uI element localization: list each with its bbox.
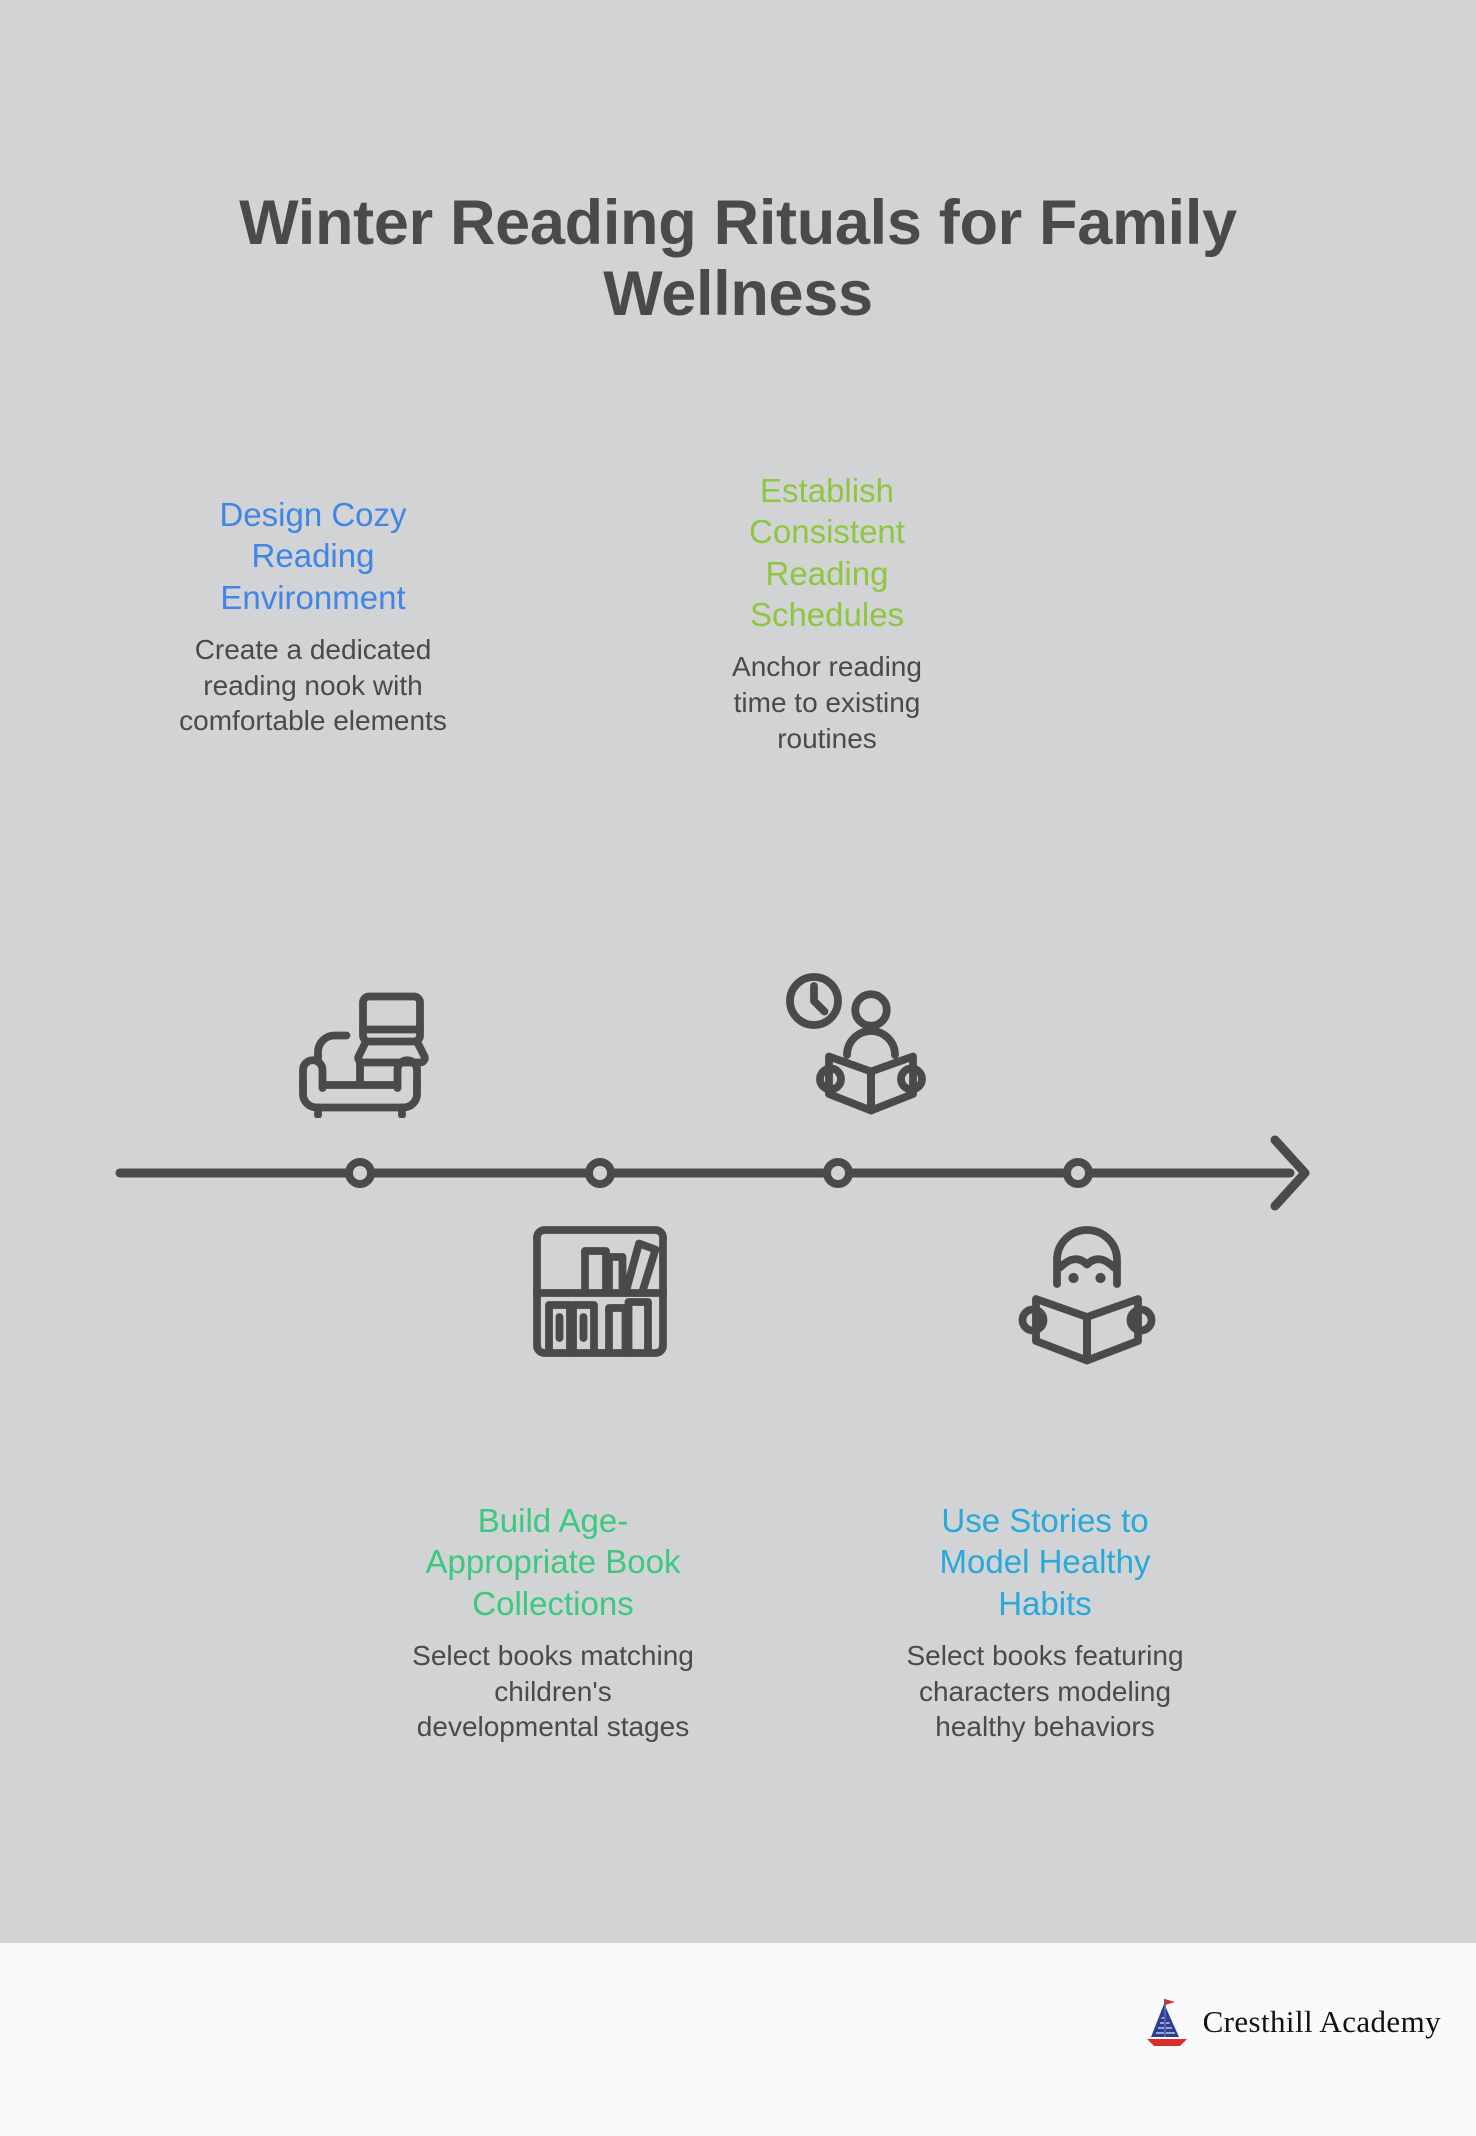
brand-name: Cresthill Academy xyxy=(1202,2004,1441,2039)
step-heading: Build Age-Appropriate Book Collections xyxy=(425,1502,681,1622)
step-body: Anchor reading time to existing routines xyxy=(732,651,922,754)
timeline-marker xyxy=(345,1158,375,1188)
timeline xyxy=(0,1118,1476,1228)
step-card-establish-consistent-reading-schedules: Establish Consistent Reading Schedules A… xyxy=(712,470,942,756)
sailboat-icon xyxy=(1146,1999,1187,2046)
step-heading: Design Cozy Reading Environment xyxy=(219,496,407,616)
timeline-arrowhead xyxy=(1270,1135,1310,1211)
bottom-step-row: Build Age-Appropriate Book Collections S… xyxy=(0,1470,1476,1920)
infographic-canvas: Winter Reading Rituals for Family Wellne… xyxy=(0,0,1476,1943)
step-body: Create a dedicated reading nook with com… xyxy=(179,633,447,737)
timeline-marker xyxy=(1063,1158,1093,1188)
step-card-build-age-appropriate-book-collections: Build Age-Appropriate Book Collections S… xyxy=(412,1500,694,1745)
footer: Cresthill Academy xyxy=(0,1943,1476,2136)
step-card-design-cozy-reading-environment: Design Cozy Reading Environment Create a… xyxy=(178,494,448,739)
brand-logo: Cresthill Academy xyxy=(1145,1995,1441,2049)
timeline-marker xyxy=(823,1158,853,1188)
page-title: Winter Reading Rituals for Family Wellne… xyxy=(239,188,1237,330)
timeline-marker xyxy=(585,1158,615,1188)
step-card-use-stories-to-model-healthy-habits: Use Stories to Model Healthy Habits Sele… xyxy=(900,1500,1190,1745)
clock-person-reading-icon xyxy=(778,968,928,1118)
sofa-laptop-icon xyxy=(285,968,435,1118)
step-heading: Establish Consistent Reading Schedules xyxy=(749,472,905,633)
step-body: Select books featuring characters modeli… xyxy=(906,1639,1184,1743)
step-body: Select books matching children's develop… xyxy=(412,1639,694,1743)
step-heading: Use Stories to Model Healthy Habits xyxy=(939,1502,1151,1622)
top-step-row: Design Cozy Reading Environment Create a… xyxy=(0,470,1476,870)
bookshelf-icon xyxy=(525,1215,675,1365)
person-reading-book-icon xyxy=(1012,1215,1162,1365)
